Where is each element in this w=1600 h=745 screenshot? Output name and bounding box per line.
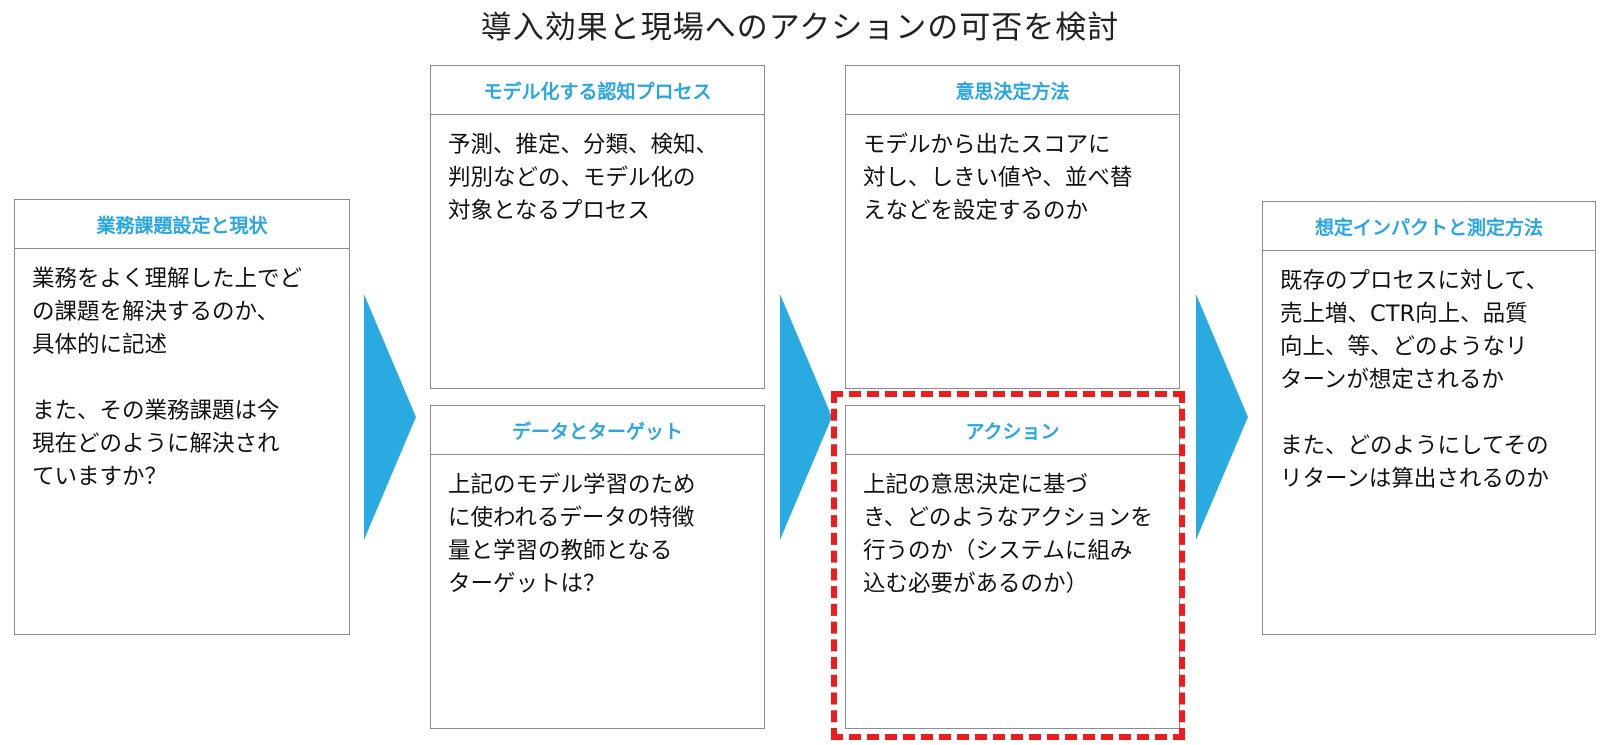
arrow-right-icon	[780, 294, 832, 540]
card-expected-impact-body: 既存のプロセスに対して、 売上増、CTR向上、品質 向上、等、どのようなリ ター…	[1280, 268, 1549, 492]
card-cognitive-process-heading: モデル化する認知プロセス	[431, 66, 764, 115]
card-action-body: 上記の意思決定に基づ き、どのようなアクションを 行うのか（システムに組み 込む…	[863, 472, 1153, 597]
arrow-right-icon	[1196, 294, 1248, 540]
card-cognitive-process-body: 予測、推定、分類、検知、 判別などの、モデル化の 対象となるプロセス	[448, 132, 719, 224]
card-business-issue: 業務課題設定と現状 業務をよく理解した上でど の課題を解決するのか、 具体的に記…	[14, 199, 350, 635]
arrow-right-icon	[364, 294, 416, 540]
card-data-target-body: 上記のモデル学習のため に使われるデータの特徴 量と学習の教師となる ターゲット…	[448, 472, 696, 597]
diagram-title: 導入効果と現場へのアクションの可否を検討	[480, 10, 1120, 46]
card-data-target: データとターゲット 上記のモデル学習のため に使われるデータの特徴 量と学習の教…	[430, 405, 765, 729]
card-decision-method-heading: 意思決定方法	[846, 66, 1179, 115]
card-business-issue-heading: 業務課題設定と現状	[15, 200, 349, 249]
card-cognitive-process: モデル化する認知プロセス 予測、推定、分類、検知、 判別などの、モデル化の 対象…	[430, 65, 765, 389]
card-action: アクション 上記の意思決定に基づ き、どのようなアクションを 行うのか（システム…	[845, 405, 1180, 729]
card-business-issue-body: 業務をよく理解した上でど の課題を解決するのか、 具体的に記述 また、その業務課…	[32, 266, 303, 490]
action-highlight-frame	[831, 391, 1185, 740]
card-expected-impact-heading: 想定インパクトと測定方法	[1263, 202, 1595, 251]
card-decision-method: 意思決定方法 モデルから出たスコアに 対し、しきい値や、並べ替 えなどを設定する…	[845, 65, 1180, 389]
card-expected-impact: 想定インパクトと測定方法 既存のプロセスに対して、 売上増、CTR向上、品質 向…	[1262, 201, 1596, 635]
card-data-target-heading: データとターゲット	[431, 406, 764, 455]
card-decision-method-body: モデルから出たスコアに 対し、しきい値や、並べ替 えなどを設定するのか	[863, 132, 1133, 224]
card-action-heading: アクション	[846, 406, 1179, 455]
